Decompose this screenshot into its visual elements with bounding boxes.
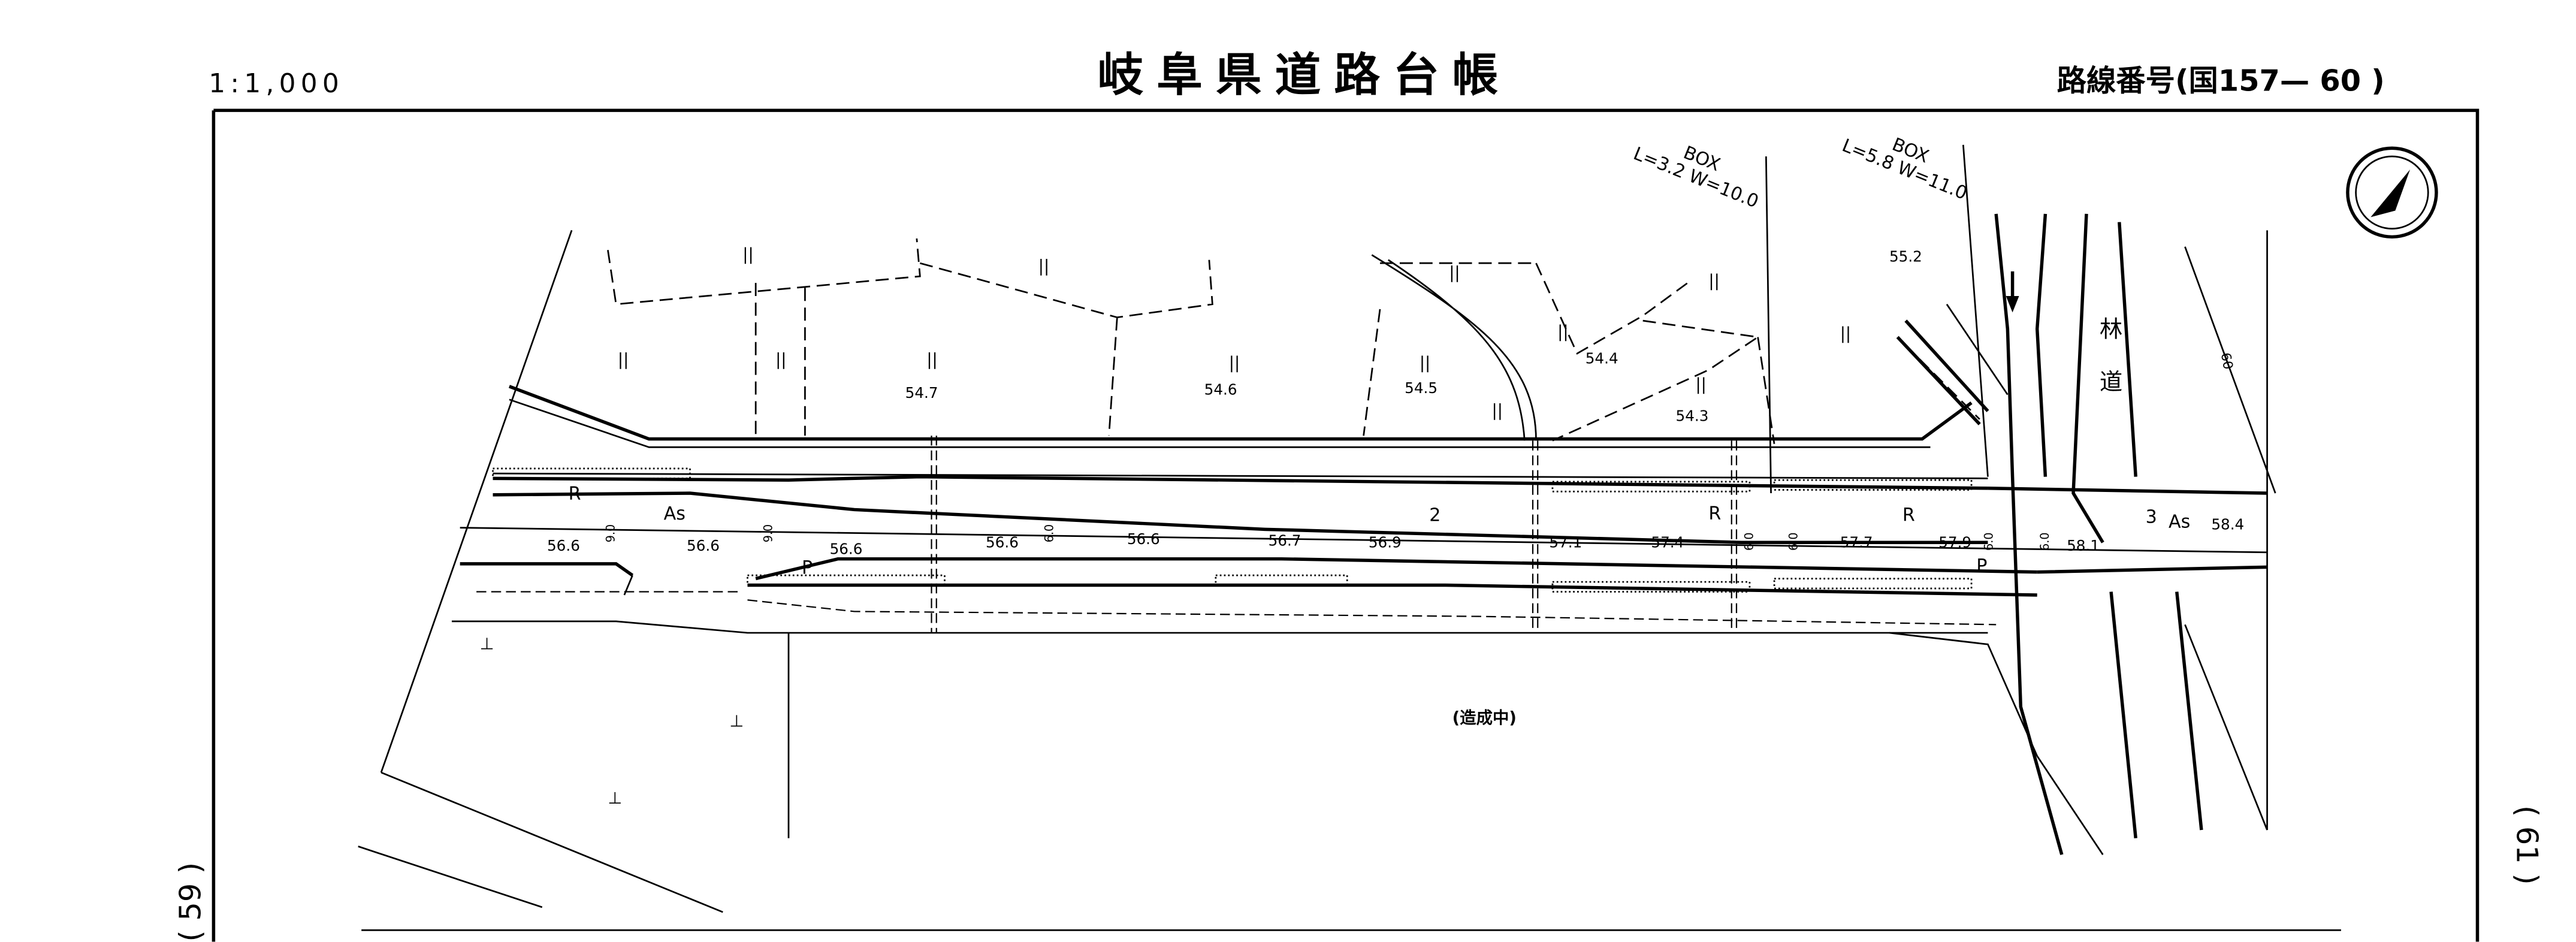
svg-text:||: || (1449, 264, 1460, 282)
prev-page-label: ( 59 ) (173, 862, 207, 942)
svg-text:56.9: 56.9 (1369, 533, 1402, 551)
svg-text:||: || (618, 351, 629, 369)
svg-text:||: || (1695, 375, 1706, 394)
svg-text:||: || (1557, 323, 1568, 342)
svg-text:57.7: 57.7 (1840, 533, 1873, 551)
svg-text:9.0: 9.0 (762, 524, 775, 543)
svg-text:R: R (1708, 503, 1721, 524)
svg-text:56.6: 56.6 (1127, 530, 1160, 548)
svg-text:||: || (1708, 272, 1719, 291)
elevation: 54.3 (1676, 407, 1709, 424)
road-labels: R As 2 R R 3 As P P (569, 484, 2191, 578)
svg-text:||: || (926, 351, 937, 369)
svg-text:||: || (1038, 257, 1049, 276)
route-number: 路線番号(国157— 60 ) (2057, 63, 2385, 98)
svg-text:R: R (569, 484, 581, 505)
svg-text:P: P (1976, 556, 1987, 577)
box-culvert-1: BOX L=3.2 W=10.0 (1630, 142, 1762, 212)
svg-text:As: As (2169, 512, 2190, 533)
elevation: 54.7 (905, 384, 938, 401)
svg-text:⊥: ⊥ (608, 789, 622, 808)
svg-text:||: || (1229, 354, 1240, 373)
svg-text:58.1: 58.1 (2067, 537, 2100, 554)
svg-text:6.0: 6.0 (1042, 524, 1056, 543)
land-use-symbols: || || || || || || || || || || || || || ⊥… (480, 246, 1852, 808)
width-marks: 9.0 9.0 6.0 6.0 6.0 6.0 6.0 (603, 524, 2052, 551)
svg-text:6.0: 6.0 (1982, 532, 1996, 551)
forest-road-label: 林道 (2100, 316, 2122, 396)
svg-text:6.0: 6.0 (2038, 532, 2052, 551)
svg-text:57.9: 57.9 (1938, 533, 1971, 551)
box-culvert-2: BOX L=5.8 W=11.0 (1839, 134, 1970, 204)
boundary-lines (358, 230, 790, 913)
svg-text:As: As (664, 503, 685, 524)
svg-text:56.6: 56.6 (986, 533, 1019, 551)
elevation: 54.5 (1405, 379, 1438, 397)
next-page-label: ( 61 ) (2509, 805, 2544, 885)
elevation: 54.6 (1204, 381, 1237, 398)
forest-road-crossing (1765, 144, 2276, 855)
contour-label: 60 (2218, 352, 2235, 371)
svg-text:6.0: 6.0 (1742, 532, 1756, 551)
svg-text:56.7: 56.7 (1269, 532, 1301, 550)
elevation: 55.2 (1889, 247, 1922, 265)
svg-text:56.6: 56.6 (547, 537, 580, 554)
elevation: 54.4 (1586, 349, 1618, 367)
svg-text:6.0: 6.0 (1786, 532, 1800, 551)
svg-text:2: 2 (1429, 505, 1440, 526)
svg-text:||: || (1420, 354, 1430, 373)
svg-text:56.6: 56.6 (687, 537, 720, 554)
svg-text:R: R (1902, 505, 1915, 526)
svg-text:57.1: 57.1 (1549, 533, 1582, 551)
svg-text:⊥: ⊥ (480, 635, 494, 653)
svg-text:56.6: 56.6 (830, 540, 863, 557)
svg-text:||: || (775, 351, 786, 369)
svg-text:3: 3 (2146, 506, 2157, 527)
main-road (451, 385, 2267, 634)
svg-text:||: || (742, 246, 753, 264)
map-title: 岐阜県道路台帳 (1097, 49, 1511, 102)
svg-text:58.4: 58.4 (2211, 515, 2244, 533)
map-frame (212, 108, 2480, 942)
construction-note: (造成中) (1452, 709, 1517, 727)
svg-text:||: || (1840, 324, 1851, 343)
svg-text:||: || (1491, 401, 1502, 420)
road-elevations: 56.6 56.6 56.6 56.6 56.6 56.7 56.9 57.1 … (547, 515, 2244, 557)
north-arrow-icon (2346, 146, 2438, 239)
svg-text:9.0: 9.0 (603, 524, 617, 543)
svg-text:⊥: ⊥ (729, 712, 744, 730)
svg-text:P: P (802, 557, 813, 578)
scale-label: 1:1,000 (209, 68, 344, 99)
parcel-boundaries (607, 238, 1980, 444)
side-road-curve (1371, 254, 1537, 441)
svg-text:57.4: 57.4 (1651, 533, 1684, 551)
